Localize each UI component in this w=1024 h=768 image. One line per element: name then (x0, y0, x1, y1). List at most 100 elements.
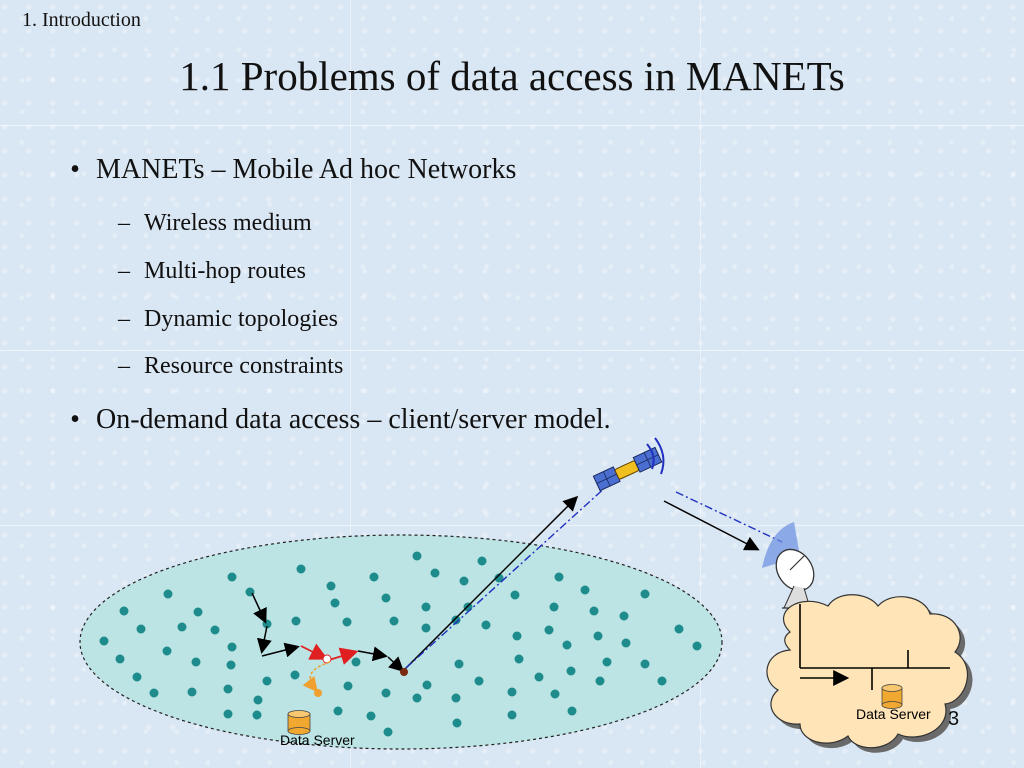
mobile-node (149, 688, 159, 698)
mobile-node (674, 624, 684, 634)
bullet-item: • On-demand data access – client/server … (68, 404, 611, 436)
mobile-node (296, 564, 306, 574)
mobile-node (507, 710, 517, 720)
route-black (251, 495, 760, 673)
mobile-node (163, 589, 173, 599)
sub-bullet-item: – Wireless medium (118, 210, 312, 237)
mobile-node (562, 640, 572, 650)
sub-bullet-text: Multi-hop routes (144, 258, 306, 284)
mobile-node (191, 657, 201, 667)
mobile-node (290, 670, 300, 680)
mobile-node (454, 659, 464, 669)
mobile-node (640, 589, 650, 599)
mobile-node (544, 625, 554, 635)
bullet-dot: • (70, 154, 80, 185)
mobile-node (162, 646, 172, 656)
mobile-node (507, 687, 517, 697)
slide-number: 3 (948, 708, 960, 730)
sub-bullet-text: Wireless medium (144, 210, 312, 236)
bullet-dot: • (70, 404, 80, 435)
mobile-node (343, 681, 353, 691)
sub-bullet-item: – Dynamic topologies (118, 306, 338, 333)
mobile-node (494, 573, 504, 583)
mobile-node (291, 616, 301, 626)
mobile-node (567, 706, 577, 716)
signal-arc (646, 443, 655, 470)
mobile-node (657, 676, 667, 686)
mobile-node (554, 572, 564, 582)
mobile-node (430, 568, 440, 578)
mobile-node (351, 657, 361, 667)
slide-title: 1.1 Problems of data access in MANETs (179, 53, 845, 99)
mobile-node (389, 616, 399, 626)
mobile-node (422, 680, 432, 690)
mobile-node (477, 556, 487, 566)
mobile-node (621, 638, 631, 648)
sub-bullet-dash: – (118, 258, 130, 284)
mobile-node (481, 620, 491, 630)
mobile-node (342, 617, 352, 627)
mobile-node (514, 654, 524, 664)
mobile-node (383, 727, 393, 737)
mobile-node (619, 611, 629, 621)
mobile-node (226, 660, 236, 670)
mobile-node (210, 625, 220, 635)
mobile-node (253, 695, 263, 705)
background-grid-line (0, 125, 1024, 126)
sub-bullet-item: – Multi-hop routes (118, 258, 306, 285)
database-cylinder-icon (881, 684, 903, 709)
background-grid-line (0, 350, 1024, 351)
mobile-node (421, 623, 431, 633)
route-orange (302, 661, 331, 693)
gateway-node (400, 668, 408, 676)
mobile-node (252, 710, 262, 720)
route-blue (405, 484, 783, 669)
mobile-node (366, 711, 376, 721)
mobile-node (223, 709, 233, 719)
mobile-node (534, 672, 544, 682)
manet-area (79, 534, 723, 750)
route-red (300, 643, 359, 665)
mobile-node (474, 676, 484, 686)
background-grid-line (700, 0, 701, 768)
mobile-node (459, 576, 469, 586)
sub-bullet-text: Resource constraints (144, 353, 344, 379)
mobile-node (227, 642, 237, 652)
remote-data-server-label: Data Server (856, 706, 931, 722)
remote-network-lines (799, 604, 950, 690)
sub-bullet-dash: – (118, 210, 130, 236)
mobile-node (381, 688, 391, 698)
mobile-node (330, 598, 340, 608)
mobile-node (510, 590, 520, 600)
mobile-node (223, 684, 233, 694)
mobile-node (381, 593, 391, 603)
mobile-node (549, 602, 559, 612)
mobile-node (333, 706, 343, 716)
database-cylinder-icon (287, 710, 311, 735)
mobile-node (512, 631, 522, 641)
mobile-node (550, 689, 560, 699)
mobile-node (99, 636, 109, 646)
mobile-node (580, 585, 590, 595)
mobile-node (566, 666, 576, 676)
mobile-node (326, 581, 336, 591)
background-grid-line (0, 525, 1024, 526)
mobile-node (132, 672, 142, 682)
sub-bullet-dash: – (118, 306, 130, 332)
mobile-node (602, 657, 612, 667)
mobile-node (451, 615, 461, 625)
mobile-node (177, 622, 187, 632)
mobile-node (119, 606, 129, 616)
satellite-dish-icon (762, 522, 815, 609)
internet-cloud (766, 594, 973, 753)
mobile-node (640, 659, 650, 669)
sub-bullet-item: – Resource constraints (118, 353, 343, 380)
mobile-node (412, 551, 422, 561)
mobile-node (452, 718, 462, 728)
mobile-node (692, 641, 702, 651)
mobile-node (136, 624, 146, 634)
mobile-node (595, 676, 605, 686)
mobile-node (193, 607, 203, 617)
mobile-node (593, 631, 603, 641)
